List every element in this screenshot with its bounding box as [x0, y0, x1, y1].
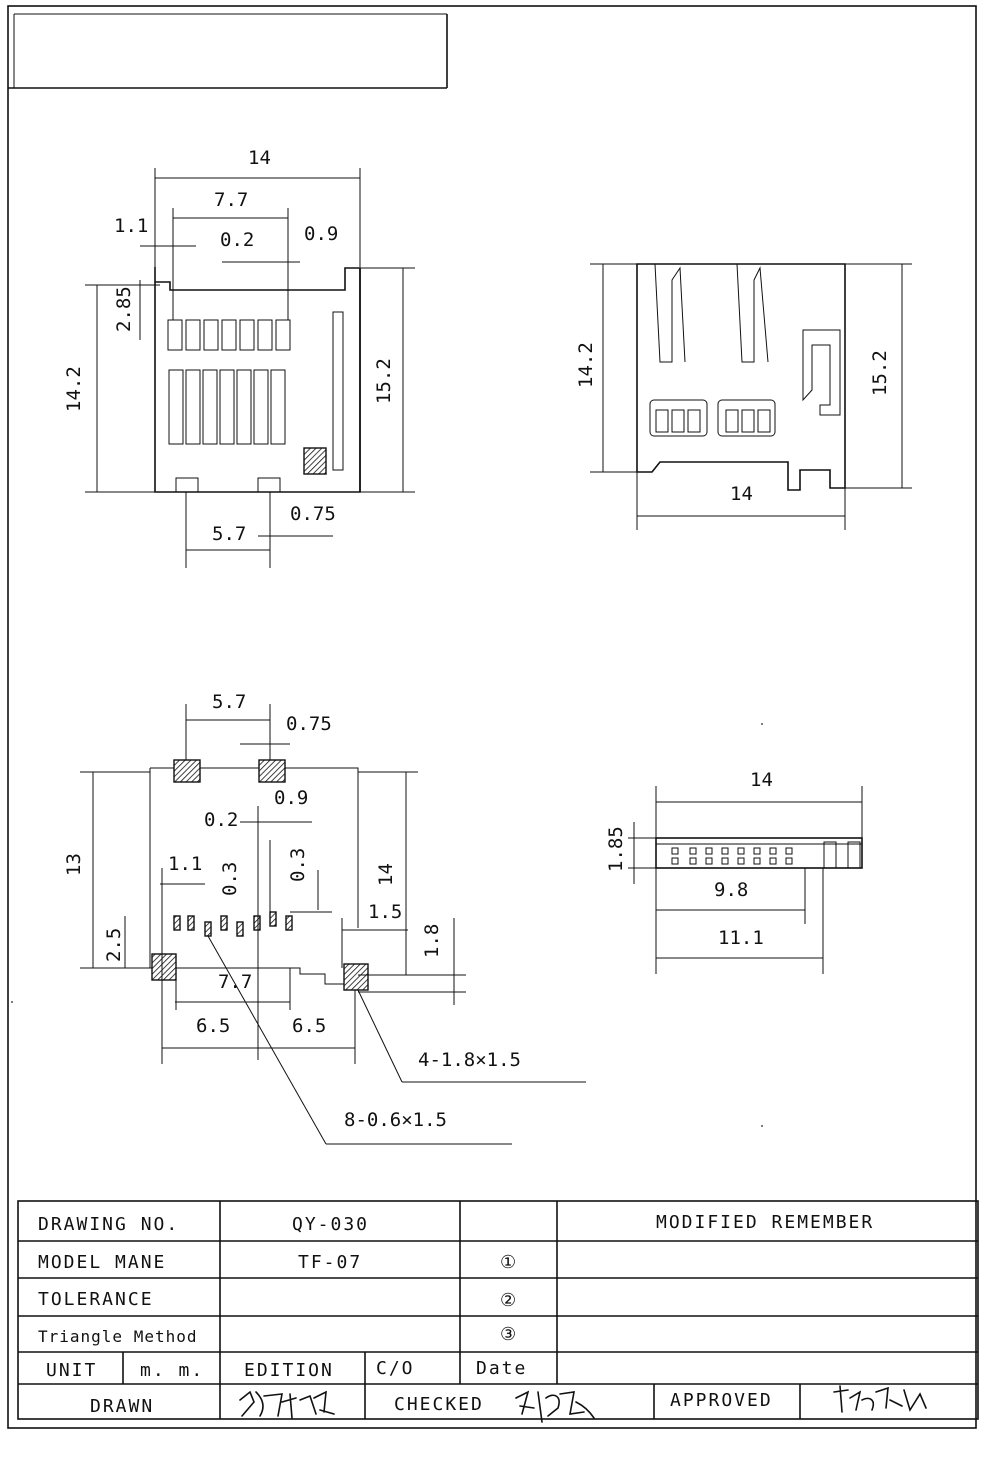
top-edge-label: 0.9 [304, 223, 338, 245]
top-inset-label: 2.85 [113, 286, 135, 332]
top-height-right-label: 15.2 [373, 358, 395, 404]
fp-height-right-label: 14 [375, 863, 397, 886]
rear-height-right-label: 15.2 [869, 350, 891, 396]
side-outer-label: 11.1 [718, 927, 764, 949]
fp-gap-a-label: 0.9 [274, 787, 308, 809]
drawn-signature [239, 1390, 335, 1419]
revision-1-marker: ① [500, 1252, 518, 1273]
fp-pad-callout: 4-1.8×1.5 [418, 1049, 521, 1071]
side-view: 14 1.85 9.8 11.1 [605, 769, 863, 974]
rear-height-left-label: 14.2 [575, 342, 597, 388]
top-gap-label: 0.2 [220, 229, 254, 251]
fp-pad-width-label: 0.75 [286, 713, 332, 735]
top-pad-span-label: 5.7 [212, 523, 246, 545]
fp-half-left-label: 6.5 [196, 1015, 230, 1037]
fp-pin-callout: 8-0.6×1.5 [344, 1109, 447, 1131]
revision-2-marker: ② [500, 1290, 518, 1311]
fp-low-label: 2.5 [103, 928, 125, 962]
fp-pin-width-label: 1.1 [168, 853, 202, 875]
modified-remember-label: MODIFIED REMEMBER [656, 1212, 874, 1233]
top-pin-width-label: 1.1 [114, 215, 148, 237]
fp-pin-pitch-a-label: 0.3 [219, 862, 241, 896]
fp-pitch-label: 7.7 [218, 971, 252, 993]
side-inner-label: 9.8 [714, 879, 748, 901]
drawn-label: DRAWN [90, 1396, 154, 1417]
checked-signature [515, 1390, 595, 1423]
fp-half-right-label: 6.5 [292, 1015, 326, 1037]
side-width-label: 14 [750, 769, 773, 791]
top-width-label: 14 [248, 147, 271, 169]
sheet-border [7, 5, 977, 1429]
rear-view: 14.2 15.2 14 [575, 263, 912, 530]
date-label: Date [476, 1358, 527, 1379]
footprint-view: 5.7 0.75 0.9 0.2 13 1.1 0.3 0.3 14 1.5 1… [63, 691, 586, 1145]
drawing-no-value: QY-030 [292, 1214, 369, 1235]
model-label: MODEL MANE [38, 1252, 166, 1273]
revision-3-marker: ③ [500, 1324, 518, 1345]
top-pitch-label: 7.7 [214, 189, 248, 211]
top-pad-width-label: 0.75 [290, 503, 336, 525]
fp-offset-b-label: 1.8 [421, 924, 443, 958]
approved-signature [833, 1385, 927, 1413]
drawing-no-label: DRAWING NO. [38, 1214, 179, 1235]
unit-value: m. m. [140, 1360, 204, 1381]
approved-label: APPROVED [670, 1390, 773, 1411]
top-height-left-label: 14.2 [63, 366, 85, 412]
fp-height-left-label: 13 [63, 853, 85, 876]
checked-label: CHECKED [394, 1394, 484, 1415]
co-label: C/O [376, 1358, 415, 1379]
model-value: TF-07 [298, 1252, 362, 1273]
title-block: DRAWING NO. QY-030 MODIFIED REMEMBER MOD… [17, 1200, 979, 1423]
scan-specks [11, 723, 763, 1127]
fp-pin-pitch-b-label: 0.3 [287, 848, 309, 882]
edition-label: EDITION [244, 1360, 334, 1381]
triangle-method-label: Triangle Method [38, 1327, 198, 1346]
side-height-label: 1.85 [605, 826, 627, 872]
fp-offset-a-label: 1.5 [368, 901, 402, 923]
rear-width-label: 14 [730, 483, 753, 505]
fp-gap-b-label: 0.2 [204, 809, 238, 831]
tolerance-label: TOLERANCE [38, 1289, 154, 1310]
unit-label: UNIT [46, 1360, 97, 1381]
fp-pad-span-label: 5.7 [212, 691, 246, 713]
top-view: 14 7.7 1.1 0.2 0.9 2.85 14.2 15.2 5.7 0.… [63, 147, 415, 568]
